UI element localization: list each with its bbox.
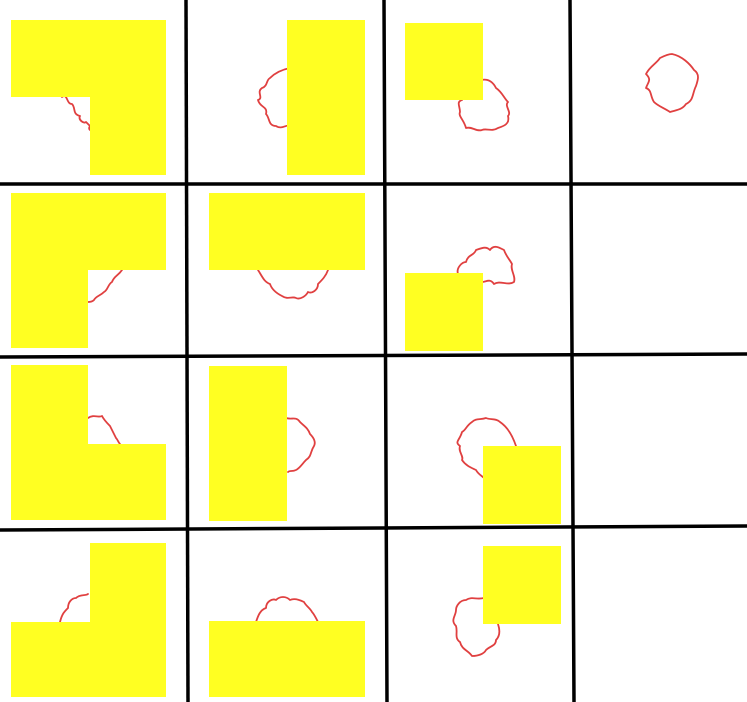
outline-r0c3	[646, 54, 698, 112]
outline-r1c1	[258, 270, 328, 299]
yellow-rect-r1c1	[209, 193, 365, 270]
yellow-square-r2c2	[483, 446, 561, 524]
grid-line-vertical-3	[570, 0, 574, 702]
yellow-square-r1c2	[405, 273, 483, 351]
yellow-square-r0c2	[405, 23, 483, 100]
outline-r2c0	[88, 416, 120, 444]
yellow-l-shape-r1c0	[11, 193, 166, 348]
outline-r1c0	[88, 270, 122, 302]
yellow-l-shape-r2c0	[11, 365, 166, 520]
yellow-l-shape-r0c0	[11, 20, 166, 175]
outline-r0c0	[62, 96, 92, 130]
yellow-rect-r0c1	[287, 20, 365, 175]
yellow-square-r3c2	[483, 546, 561, 624]
outline-r3c1	[256, 597, 318, 622]
grid-line-horizontal-3	[0, 526, 747, 530]
yellow-rect-r3c1	[209, 621, 365, 697]
grid-line-vertical-1	[186, 0, 188, 702]
grid-line-vertical-2	[384, 0, 387, 702]
yellow-rect-r2c1	[209, 366, 287, 521]
shape-layer	[11, 20, 561, 697]
outline-r3c0	[60, 594, 88, 622]
grid-line-horizontal-2	[0, 354, 747, 357]
outline-r2c1	[286, 418, 315, 472]
outline-r0c1	[258, 68, 290, 127]
yellow-l-shape-r3c0	[11, 543, 166, 697]
